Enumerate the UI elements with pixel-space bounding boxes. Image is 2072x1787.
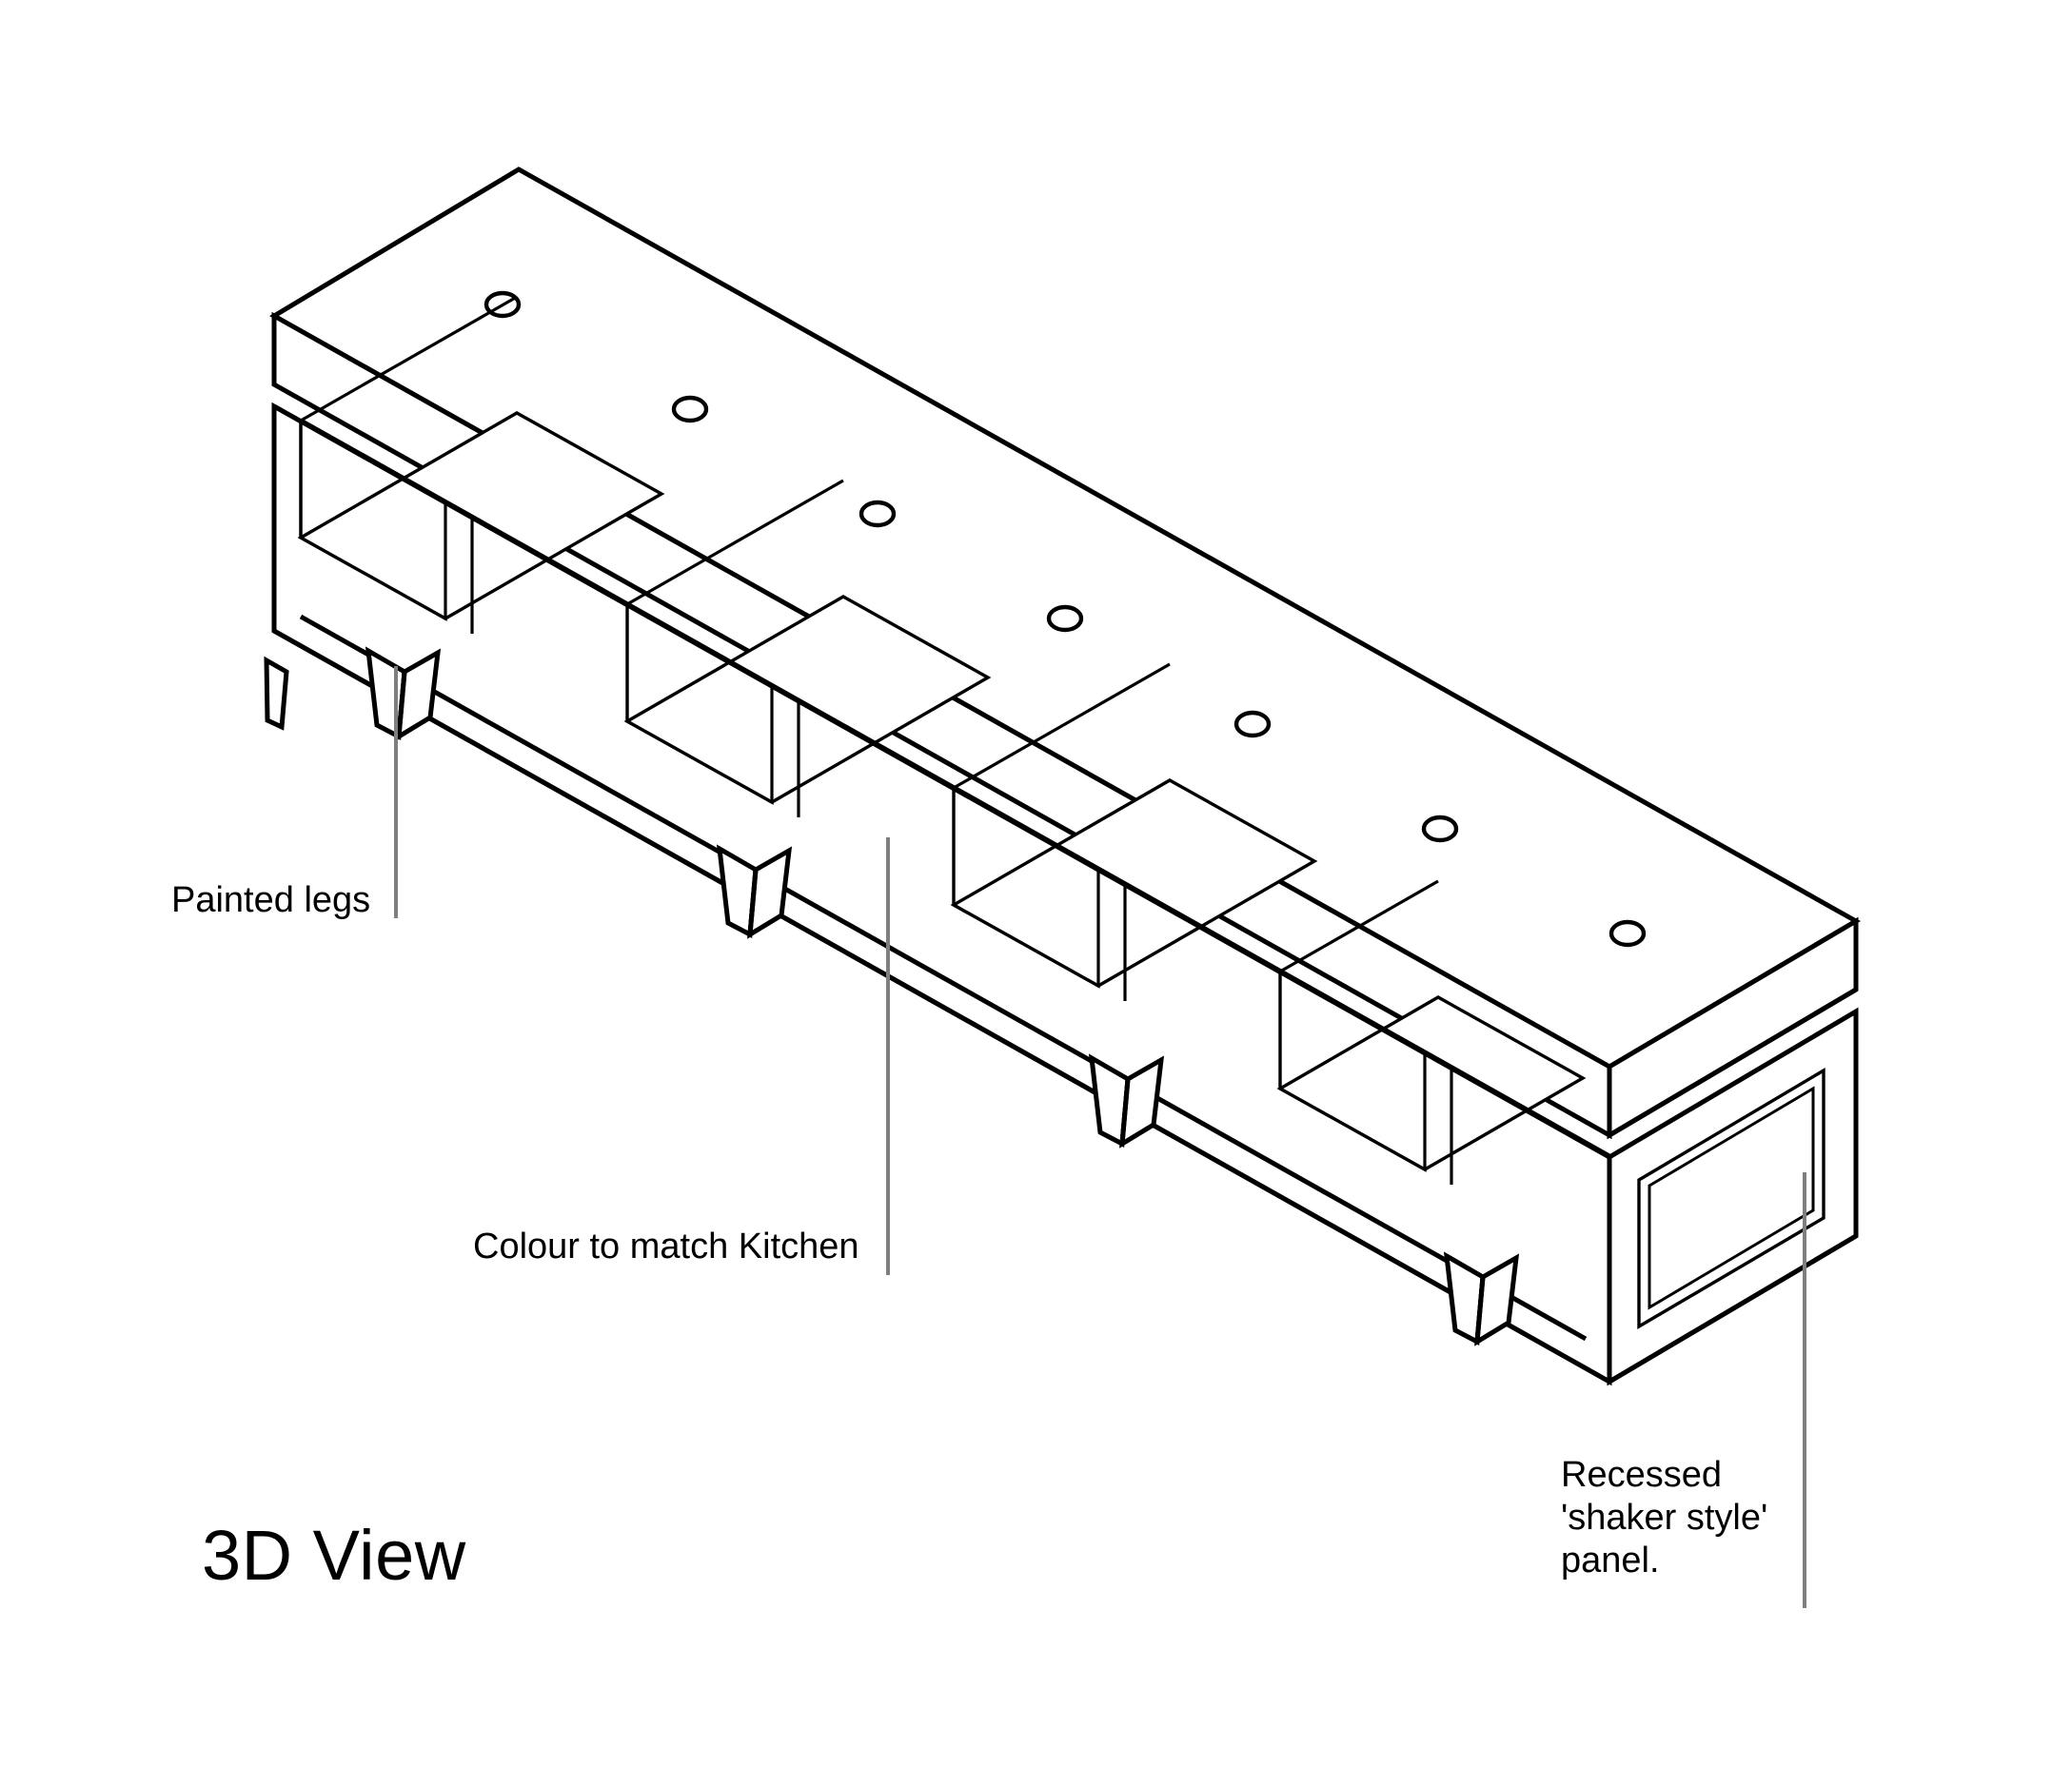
carcass-front-bottom-inner xyxy=(299,614,1588,1342)
cubby-3-floor xyxy=(950,778,1318,988)
cubby-2-back-top-line xyxy=(626,479,844,606)
button-dot-1 xyxy=(483,290,522,319)
button-dot-3 xyxy=(858,500,897,528)
button-dot-5 xyxy=(1233,710,1272,738)
slab-bottom-right-edge xyxy=(1608,987,1858,1138)
button-dot-6 xyxy=(1421,815,1459,843)
leg-2 xyxy=(716,844,793,939)
carcass-front-rail-inner xyxy=(299,418,1611,1159)
cubby-3-back-top-line xyxy=(953,662,1171,790)
annotation-shaker-line-3: panel. xyxy=(1561,1541,1660,1581)
shaker-panel-inner xyxy=(1648,1086,1815,1310)
page-title: 3D View xyxy=(202,1516,466,1595)
annotation-shaker-line-2: 'shaker style' xyxy=(1561,1498,1768,1538)
annotation-shaker-panel: Recessed 'shaker style' panel. xyxy=(1561,1454,1767,1582)
cubby-1-back-top-line xyxy=(300,295,518,422)
annotation-painted-legs: Painted legs xyxy=(171,880,371,920)
cubby-4-back-top-line xyxy=(1279,879,1439,973)
button-dot-2 xyxy=(671,395,709,423)
leg-rear-left xyxy=(264,656,289,731)
annotation-shaker-line-1: Recessed xyxy=(1561,1455,1722,1495)
button-dot-4 xyxy=(1046,604,1084,633)
cubby-2-floor xyxy=(623,595,992,804)
shaker-panel-outer xyxy=(1637,1068,1825,1329)
leg-4 xyxy=(1443,1251,1520,1346)
carcass-right-bottom-edge xyxy=(1608,1233,1858,1384)
button-dot-group xyxy=(483,290,1647,948)
button-dot-7 xyxy=(1608,919,1647,948)
cubby-1-floor xyxy=(297,411,665,620)
annotation-colour-match: Colour to match Kitchen xyxy=(473,1227,859,1267)
leg-3 xyxy=(1088,1053,1165,1149)
carcass-front-bottom-edge xyxy=(272,628,1611,1384)
